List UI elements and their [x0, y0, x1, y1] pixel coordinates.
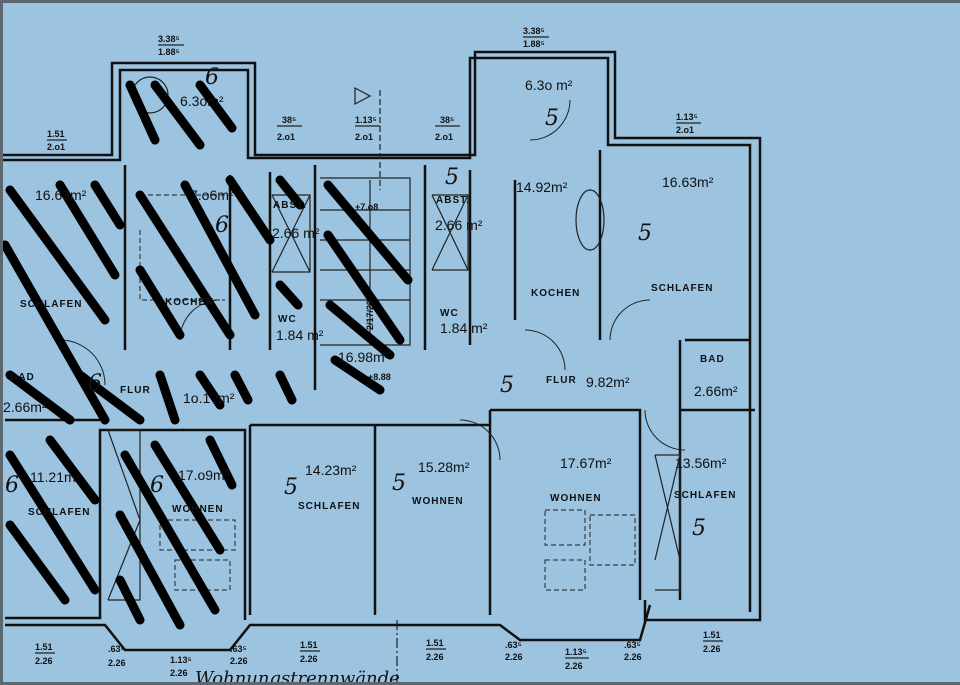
room-area: 1o.1?m² — [183, 390, 235, 406]
dim-height: 2.o1 — [277, 132, 295, 142]
room-area: 2.66m² — [3, 399, 47, 415]
unit-marker: 6 — [88, 371, 102, 396]
window-dimensions-bottom: 1.51 2.26 .63⁵ 2.26 1.13⁵ 2.26 .63⁵ 2.26 1.5… — [35, 630, 723, 678]
dim-height: 2.26 — [108, 658, 126, 668]
stair-label: 2/17/29 — [365, 300, 375, 330]
room-area: 2.66m² — [694, 383, 738, 399]
dim-width: 1.13⁵ — [355, 115, 377, 125]
room-name: BAD — [10, 372, 35, 383]
unit-marker: 6 — [205, 65, 219, 90]
dim-width: 3.38⁵ — [158, 34, 180, 44]
window-dimensions-top: 3.38⁵ 1.88⁵ 1.51 2.o1 38⁵ 2.o1 1.13⁵ 2.o1 38… — [47, 26, 701, 152]
dim-width: .63⁵ — [505, 640, 522, 650]
room-name: BAD — [700, 354, 725, 365]
room-area: 9.82m² — [586, 374, 630, 390]
walls — [0, 50, 762, 685]
room-name: KOCHEN — [165, 297, 214, 308]
room-labels-middle-unit: 14.23m² SCHLAFEN 15.28m² WOHNEN 5 5 — [284, 459, 470, 512]
dim-width: .63⁵ — [624, 640, 641, 650]
dim-width: 1.51 — [703, 630, 721, 640]
dim-width: 1.51 — [300, 640, 318, 650]
dim-height: 2.26 — [426, 652, 444, 662]
room-name: WOHNEN — [172, 504, 224, 515]
room-area: 15.28m² — [418, 459, 470, 475]
dim-width: 3.38⁵ — [523, 26, 545, 36]
room-name: WC — [278, 314, 297, 325]
room-name: FLUR — [120, 385, 151, 396]
dim-width: 1.13⁵ — [170, 655, 192, 665]
room-area: 6.3o m² — [525, 77, 573, 93]
dim-height: 2.o1 — [435, 132, 453, 142]
room-area: 16.63m² — [35, 187, 87, 203]
room-area: 17.67m² — [560, 455, 612, 471]
dim-height: 2.26 — [703, 644, 721, 654]
unit-marker: 5 — [284, 475, 298, 500]
handwritten-annotation: Wohnungstrennwände — [195, 668, 400, 685]
unit-marker: 5 — [545, 106, 559, 131]
dim-height: 2.26 — [35, 656, 53, 666]
dim-width: .63⁵ — [230, 644, 247, 654]
unit-marker: 5 — [445, 165, 459, 190]
dim-height: 1.88⁵ — [158, 47, 180, 57]
room-name: SCHLAFEN — [298, 501, 360, 512]
unit-marker: 6 — [150, 473, 164, 498]
room-name: WOHNEN — [550, 493, 602, 504]
unit-marker: 6 — [5, 473, 19, 498]
room-area: 16.63m² — [662, 174, 714, 190]
room-name: KOCHEN — [531, 288, 580, 299]
dim-height: 2.o1 — [355, 132, 373, 142]
room-labels-right-unit: 6.3o m² 14.92m² KOCHEN 16.63m² SCHLAFEN … — [435, 77, 738, 541]
room-area: 13.56m² — [675, 455, 727, 471]
room-area: 17.o9m² — [178, 467, 230, 483]
dim-height: 2.26 — [230, 656, 248, 666]
room-area: 14.92m² — [516, 179, 568, 195]
dim-width: 1.51 — [426, 638, 444, 648]
room-area: 6.3om² — [180, 93, 224, 109]
unit-marker: 5 — [500, 373, 514, 398]
room-area: 11.21m² — [30, 469, 81, 485]
stairwell: 16.98m² +7.o8 +8.88 2/17/29 — [338, 202, 391, 382]
level-lower: +8.88 — [368, 372, 391, 382]
room-name: SCHLAFEN — [674, 490, 736, 501]
room-area: 1.84 m² — [276, 327, 324, 343]
room-name: WC — [440, 308, 459, 319]
unit-marker: 5 — [638, 221, 652, 246]
dim-width: 38⁵ — [440, 115, 454, 125]
dim-height: 2.o1 — [47, 142, 65, 152]
dim-height: 2.26 — [170, 668, 188, 678]
dim-width: 1.51 — [47, 129, 65, 139]
level-upper: +7.o8 — [355, 202, 378, 212]
dim-width: .63⁵ — [108, 644, 125, 654]
room-name: FLUR — [546, 375, 577, 386]
dim-height: 2.26 — [624, 652, 642, 662]
dim-width: 1.13⁵ — [676, 112, 698, 122]
room-name: SCHLAFEN — [20, 299, 82, 310]
room-area: 2.66 m² — [435, 217, 483, 233]
dim-width: 1.51 — [35, 642, 53, 652]
room-name: SCHLAFEN — [651, 283, 713, 294]
dim-height: 2.26 — [565, 661, 583, 671]
room-name: SCHLAFEN — [28, 507, 90, 518]
room-labels-left-unit: 16.63m² SCHLAFEN 7.o6m² KOCHEN 6.3om² AB… — [3, 65, 324, 518]
room-name: ABST. — [273, 200, 307, 211]
dim-height: 2.26 — [300, 654, 318, 664]
room-name: WOHNEN — [412, 496, 464, 507]
unit-marker: 5 — [692, 516, 706, 541]
crossed-out-hatching — [0, 80, 413, 630]
room-area: 1.84 m² — [440, 320, 488, 336]
room-area: 2.66 m² — [272, 225, 320, 241]
dim-height: 2.26 — [505, 652, 523, 662]
dim-height: 1.88⁵ — [523, 39, 545, 49]
room-area: 7.o6m² — [190, 187, 234, 203]
unit-marker: 6 — [215, 213, 229, 238]
room-name: ABST. — [436, 195, 470, 206]
dim-height: 2.o1 — [676, 125, 694, 135]
room-area: 14.23m² — [305, 462, 357, 478]
dim-width: 38⁵ — [282, 115, 296, 125]
stairwell-area: 16.98m² — [338, 349, 390, 365]
dim-width: 1.13⁵ — [565, 647, 587, 657]
unit-marker: 5 — [392, 471, 406, 496]
